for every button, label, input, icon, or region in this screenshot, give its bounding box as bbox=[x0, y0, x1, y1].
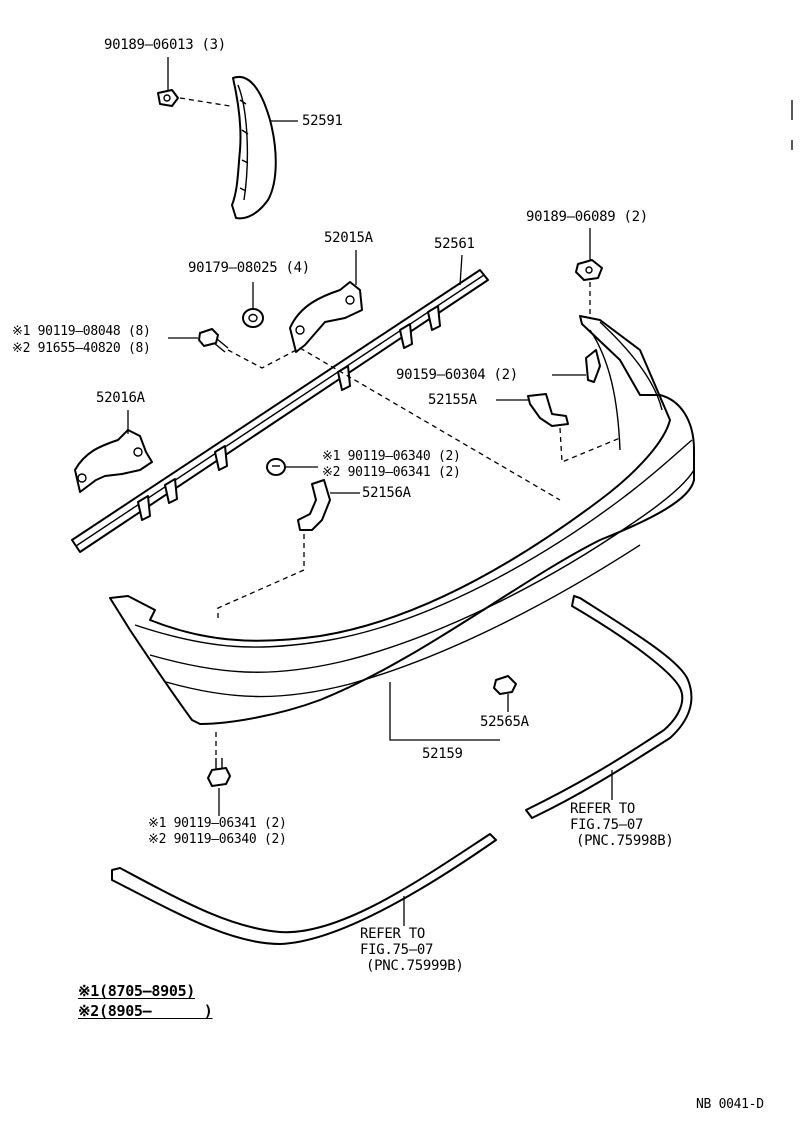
label-nut-90179-08025: 90179–08025 (4) bbox=[188, 260, 310, 276]
label-52155a: 52155A bbox=[428, 392, 477, 408]
bolt-90119-06341-bottom bbox=[207, 758, 231, 787]
label-52156a: 52156A bbox=[362, 485, 411, 501]
nut-90189-06013 bbox=[157, 89, 179, 107]
label-52015a: 52015A bbox=[324, 230, 373, 246]
nut-90189-06089 bbox=[575, 259, 603, 281]
ref-right-line2: FIG.75–07 bbox=[570, 817, 644, 833]
label-bolt-90119-06341-bottom: ※1 90119–06341 (2) bbox=[148, 816, 287, 831]
leader-52561 bbox=[459, 254, 463, 286]
label-52016a: 52016A bbox=[96, 390, 145, 406]
label-52159: 52159 bbox=[422, 746, 463, 762]
bolt-90119-06340-top bbox=[266, 458, 286, 476]
label-clip-90159-60304: 90159–60304 (2) bbox=[396, 367, 518, 383]
retainer-52155a bbox=[527, 393, 569, 427]
bracket-52016a bbox=[74, 429, 153, 493]
label-nut-90189-06089: 90189–06089 (2) bbox=[526, 209, 648, 225]
nut-90179-08025 bbox=[242, 308, 264, 328]
reinforcement-52561 bbox=[71, 269, 489, 553]
bolt-90119-08048 bbox=[198, 328, 229, 353]
label-nut-90189-06013: 90189–06013 (3) bbox=[104, 37, 226, 53]
label-bolt-91655-40820: ※2 91655–40820 (8) bbox=[12, 341, 151, 356]
dashline-52156a bbox=[217, 534, 305, 622]
ref-lower-line1: REFER TO bbox=[360, 926, 426, 942]
diagram-code: NB 0041-D bbox=[696, 1097, 764, 1112]
clip-52565a bbox=[493, 675, 517, 695]
label-bolt-90119-06340-bottom: ※2 90119–06340 (2) bbox=[148, 832, 287, 847]
label-bolt-90119-06340-top: ※1 90119–06340 (2) bbox=[322, 449, 461, 464]
bracket-52015a bbox=[289, 281, 363, 353]
label-52591: 52591 bbox=[302, 113, 343, 129]
bracket-52156a bbox=[297, 479, 331, 531]
ref-right-line3: (PNC.75998B) bbox=[576, 833, 674, 849]
dashline-nut-top bbox=[179, 97, 231, 107]
mud-guard-52591 bbox=[231, 75, 277, 220]
legend-item-2: ※2(8905– ) bbox=[78, 1002, 213, 1020]
moulding-lower bbox=[111, 833, 497, 945]
dashline-retainer bbox=[559, 427, 621, 463]
ref-lower-line3: (PNC.75999B) bbox=[366, 958, 464, 974]
label-bolt-90119-06341-top: ※2 90119–06341 (2) bbox=[322, 465, 461, 480]
label-52565a: 52565A bbox=[480, 714, 529, 730]
bumper-cover-52159 bbox=[109, 315, 695, 725]
label-bolt-90119-08048: ※1 90119–08048 (8) bbox=[12, 324, 151, 339]
ref-lower-line2: FIG.75–07 bbox=[360, 942, 434, 958]
legend-item-1: ※1(8705–8905) bbox=[78, 982, 196, 1000]
moulding-right bbox=[525, 595, 693, 819]
dashline-bolt bbox=[227, 347, 301, 369]
leader-52159 bbox=[389, 682, 500, 741]
ref-right-line1: REFER TO bbox=[570, 801, 636, 817]
clip-90159-60304 bbox=[585, 349, 601, 383]
label-52561: 52561 bbox=[434, 236, 475, 252]
